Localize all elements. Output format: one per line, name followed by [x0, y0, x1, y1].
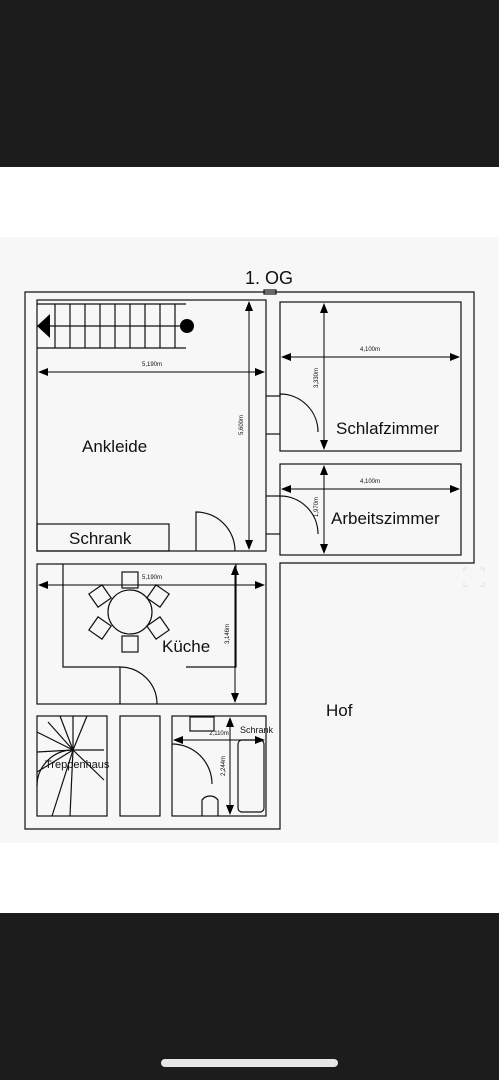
room-label-schrank: Schrank: [69, 529, 132, 548]
schrank-ankleide: [36, 523, 170, 552]
room-label-schlafzimmer: Schlafzimmer: [336, 419, 439, 438]
floor-title: 1. OG: [245, 268, 293, 288]
schlafzimmer-room: [279, 301, 462, 452]
dim-label: 5,600m: [239, 415, 245, 435]
door-ankleide: [195, 511, 236, 552]
room-label-arbeitszimmer: Arbeitszimmer: [331, 509, 440, 528]
bad-room: [171, 715, 267, 817]
dim-label: 5,190m: [142, 362, 162, 368]
dim-label: 3,146m: [225, 624, 231, 644]
room-label-treppenhaus: Treppenhaus: [45, 759, 110, 771]
stairs-top: [37, 303, 186, 349]
dim-label: 2,244m: [221, 756, 227, 776]
door-arbeitszimmer: [279, 495, 319, 535]
room-label-hof: Hof: [326, 701, 353, 720]
dim-label: 4,100m: [360, 479, 380, 485]
door-bad: [171, 743, 213, 785]
kitchen-counter-left: [62, 564, 120, 668]
flur-room: [119, 715, 161, 817]
toilet: [201, 795, 219, 816]
home-indicator[interactable]: [161, 1059, 338, 1067]
bottom-bar: [0, 913, 499, 1080]
stair-arrow-icon: [37, 314, 50, 338]
chair: [88, 616, 112, 640]
room-label-ankleide: Ankleide: [82, 437, 147, 456]
chair: [146, 616, 170, 640]
dim-label: 1,970m: [314, 497, 320, 517]
kueche-room: [36, 563, 267, 705]
room-label-schrank-bad: Schrank: [240, 725, 274, 735]
outer-wall: [24, 291, 475, 830]
chair: [146, 584, 170, 608]
dim-label: 5,190m: [142, 575, 162, 581]
room-label-kueche: Küche: [162, 637, 210, 656]
dim-label: 4,100m: [360, 347, 380, 353]
door-kueche: [119, 666, 158, 705]
ankleide-room: [36, 299, 267, 552]
top-bar: [0, 0, 499, 167]
chair: [121, 635, 139, 653]
bathtub: [237, 739, 265, 813]
sink: [189, 716, 215, 732]
dining-table: [107, 589, 153, 635]
arbeitszimmer-room: [279, 463, 462, 556]
stair-dot-icon: [180, 319, 194, 333]
dim-label: 3,330m: [314, 368, 320, 388]
spiral-stairs: [36, 715, 105, 817]
crop-handle-icon[interactable]: [463, 567, 485, 587]
treppenhaus-room: [36, 715, 108, 817]
chair: [121, 571, 139, 589]
chair: [88, 584, 112, 608]
door-schlafzimmer: [279, 393, 319, 433]
dim-label: 2,110m: [209, 731, 229, 737]
